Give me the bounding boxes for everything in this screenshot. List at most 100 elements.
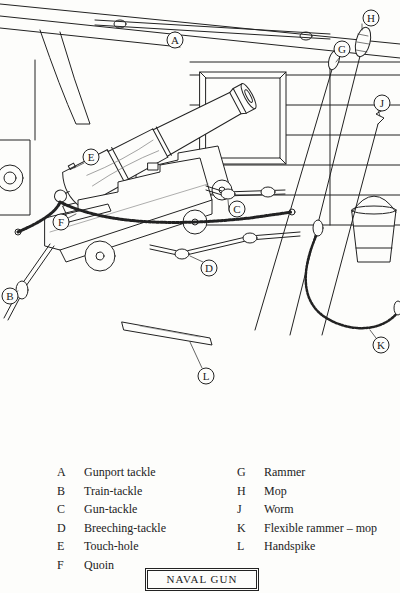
key-name: Handspike	[264, 539, 315, 553]
key-letter: B	[57, 484, 65, 498]
leader-lines	[190, 256, 203, 262]
callout-circle: F	[52, 213, 70, 231]
key-letter: F	[57, 558, 64, 572]
key-name: Breeching-tackle	[84, 521, 166, 535]
callout-circle: B	[1, 287, 19, 305]
key-letter: A	[57, 465, 66, 479]
gunport-tackle	[300, 32, 312, 40]
leader-lines	[16, 24, 380, 368]
key-letter: K	[237, 521, 246, 535]
trucks	[96, 252, 104, 260]
breeching-rope	[15, 202, 295, 235]
neighbour-gun	[4, 172, 16, 184]
near-cheek	[45, 158, 212, 250]
callout-letter: G	[333, 40, 351, 58]
gun-tackle	[261, 187, 275, 197]
bucket	[352, 206, 396, 214]
key-name: Mop	[264, 484, 287, 498]
callout-ring	[334, 41, 350, 57]
callout-letter: H	[362, 9, 380, 27]
mop	[353, 26, 374, 58]
neighbour-gun	[0, 140, 30, 215]
key-letter: D	[57, 521, 66, 535]
handspike	[122, 322, 212, 345]
key-letter: G	[237, 465, 246, 479]
callout-circle: A	[166, 31, 184, 49]
near-cheek	[148, 163, 158, 170]
title-box: NAVAL GUN	[145, 568, 259, 591]
gun-barrel	[68, 163, 75, 169]
callout-ring	[363, 10, 379, 26]
flexible-rammer	[306, 232, 398, 328]
rammer	[255, 49, 342, 330]
callout-letter: C	[228, 200, 246, 218]
leader-lines	[362, 24, 363, 30]
train-tackle	[4, 244, 50, 318]
callout-circle: K	[372, 336, 390, 354]
mop	[356, 34, 369, 52]
hull-side	[190, 62, 400, 225]
bucket	[354, 226, 394, 248]
flexible-rammer	[394, 301, 400, 315]
breeching-rope	[18, 202, 292, 232]
gun-barrel	[238, 82, 258, 110]
worm	[322, 98, 388, 335]
gunport-tackle	[95, 20, 330, 40]
key-name: Rammer	[264, 465, 305, 479]
mop	[290, 26, 373, 335]
callout-letter: J	[373, 94, 391, 112]
callout-ring	[83, 149, 99, 165]
neighbour-gun	[0, 165, 23, 191]
key-name: Worm	[264, 502, 294, 516]
callout-circle: E	[82, 148, 100, 166]
callout-circle: G	[333, 40, 351, 58]
deck-beams	[0, 16, 400, 58]
train-tackle	[4, 244, 54, 320]
callout-ring	[53, 214, 69, 230]
callout-ring	[373, 337, 389, 353]
callout-letter: L	[197, 367, 215, 385]
callout-ring	[198, 368, 214, 384]
worm	[322, 124, 378, 335]
deck-beams	[35, 60, 36, 140]
key-letter: E	[57, 539, 64, 553]
bucket	[352, 210, 396, 262]
callout-letter: D	[200, 259, 218, 277]
callout-ring	[201, 260, 217, 276]
key-letter: C	[57, 502, 65, 516]
deck-beams	[40, 30, 90, 124]
callout-ring	[374, 95, 390, 111]
leader-lines	[370, 330, 376, 338]
callout-ring	[167, 32, 183, 48]
callout-ring	[2, 288, 18, 304]
deck-beams	[0, 28, 180, 47]
hull-side	[330, 62, 331, 225]
hull-side	[190, 62, 400, 63]
key-name: Flexible rammer – mop	[264, 521, 377, 535]
flexible-rammer	[306, 220, 400, 328]
callout-letter: F	[52, 213, 70, 231]
key-name: Touch-hole	[84, 539, 138, 553]
bucket	[352, 196, 396, 262]
callout-letter: B	[1, 287, 19, 305]
mop	[290, 56, 360, 335]
callout-circle: D	[200, 259, 218, 277]
near-cheek	[45, 158, 212, 262]
train-tackle	[8, 246, 54, 320]
flexible-rammer	[313, 220, 323, 236]
gunport-tackle	[95, 25, 330, 39]
gun-barrel	[244, 89, 254, 103]
key-name: Gunport tackle	[84, 465, 156, 479]
callout-circle: H	[362, 9, 380, 27]
rammer	[255, 66, 333, 330]
key-letter: J	[237, 502, 242, 516]
breeching-tackle	[243, 233, 257, 243]
key-name: Quoin	[84, 558, 114, 572]
leader-lines	[190, 342, 202, 368]
leader-lines	[336, 57, 340, 62]
leader-lines	[68, 214, 76, 218]
key-letter: L	[237, 539, 244, 553]
breeching-rope	[15, 229, 21, 235]
callout-circle: C	[228, 200, 246, 218]
